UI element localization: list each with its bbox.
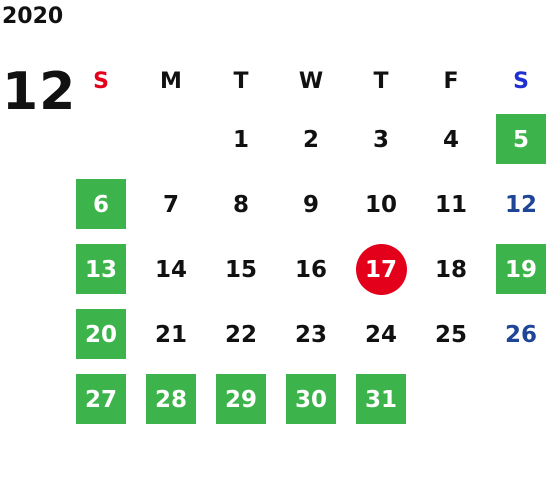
day-cell-23[interactable]: 23 [276, 302, 346, 367]
day-cell-16[interactable]: 16 [276, 237, 346, 302]
day-cell-4[interactable]: 4 [416, 107, 486, 172]
day-number: 19 [504, 256, 537, 283]
day-number: 10 [364, 191, 397, 218]
day-number: 29 [224, 386, 257, 413]
empty-day-cell [486, 367, 548, 432]
day-cell-30[interactable]: 30 [276, 367, 346, 432]
day-cell-8[interactable]: 8 [206, 172, 276, 237]
day-cell-24[interactable]: 24 [346, 302, 416, 367]
day-number: 7 [162, 191, 179, 218]
day-number: 5 [512, 126, 529, 153]
weekday-header-sat: S [513, 68, 529, 94]
day-number: 17 [364, 256, 397, 283]
day-cell-13[interactable]: 13 [66, 237, 136, 302]
day-cell-10[interactable]: 10 [346, 172, 416, 237]
day-cell-5[interactable]: 5 [486, 107, 548, 172]
day-cell-20[interactable]: 20 [66, 302, 136, 367]
day-cell-22[interactable]: 22 [206, 302, 276, 367]
day-number: 30 [294, 386, 327, 413]
day-cell-14[interactable]: 14 [136, 237, 206, 302]
day-number: 28 [154, 386, 187, 413]
day-cell-21[interactable]: 21 [136, 302, 206, 367]
day-number: 3 [372, 126, 389, 153]
day-cell-17[interactable]: 17 [346, 237, 416, 302]
day-cell-31[interactable]: 31 [346, 367, 416, 432]
day-number: 27 [84, 386, 117, 413]
day-number: 6 [92, 191, 109, 218]
empty-day-cell [66, 107, 136, 172]
day-cell-26[interactable]: 26 [486, 302, 548, 367]
day-number: 4 [442, 126, 459, 153]
day-number: 14 [154, 256, 187, 283]
empty-day-cell [416, 367, 486, 432]
day-number: 20 [84, 321, 117, 348]
day-number: 8 [232, 191, 249, 218]
day-number: 24 [364, 321, 397, 348]
year-label: 2020 [2, 4, 64, 29]
weekday-header-wed: W [298, 68, 324, 94]
day-cell-3[interactable]: 3 [346, 107, 416, 172]
day-number: 11 [434, 191, 467, 218]
weekday-header-tue: T [233, 68, 249, 94]
day-cell-25[interactable]: 25 [416, 302, 486, 367]
day-number: 23 [294, 321, 327, 348]
day-number: 16 [294, 256, 327, 283]
day-number: 31 [364, 386, 397, 413]
day-cell-27[interactable]: 27 [66, 367, 136, 432]
day-cell-11[interactable]: 11 [416, 172, 486, 237]
day-cell-12[interactable]: 12 [486, 172, 548, 237]
day-number: 22 [224, 321, 257, 348]
weekday-header-mon: M [160, 68, 182, 94]
day-number: 26 [504, 321, 537, 348]
weekday-header-sun: S [93, 68, 109, 94]
day-cell-2[interactable]: 2 [276, 107, 346, 172]
day-number: 2 [302, 126, 319, 153]
day-number: 15 [224, 256, 257, 283]
day-cell-19[interactable]: 19 [486, 237, 548, 302]
day-cell-15[interactable]: 15 [206, 237, 276, 302]
day-number: 1 [232, 126, 249, 153]
day-cell-1[interactable]: 1 [206, 107, 276, 172]
weekday-header-thu: T [373, 68, 389, 94]
day-cell-6[interactable]: 6 [66, 172, 136, 237]
day-number: 12 [504, 191, 537, 218]
month-label: 12 [2, 62, 77, 122]
day-number: 13 [84, 256, 117, 283]
day-number: 9 [302, 191, 319, 218]
day-number: 21 [154, 321, 187, 348]
day-number: 25 [434, 321, 467, 348]
day-cell-7[interactable]: 7 [136, 172, 206, 237]
weekday-header-fri: F [443, 68, 459, 94]
day-cell-18[interactable]: 18 [416, 237, 486, 302]
empty-day-cell [136, 107, 206, 172]
day-cell-28[interactable]: 28 [136, 367, 206, 432]
day-cell-29[interactable]: 29 [206, 367, 276, 432]
day-number: 18 [434, 256, 467, 283]
day-cell-9[interactable]: 9 [276, 172, 346, 237]
